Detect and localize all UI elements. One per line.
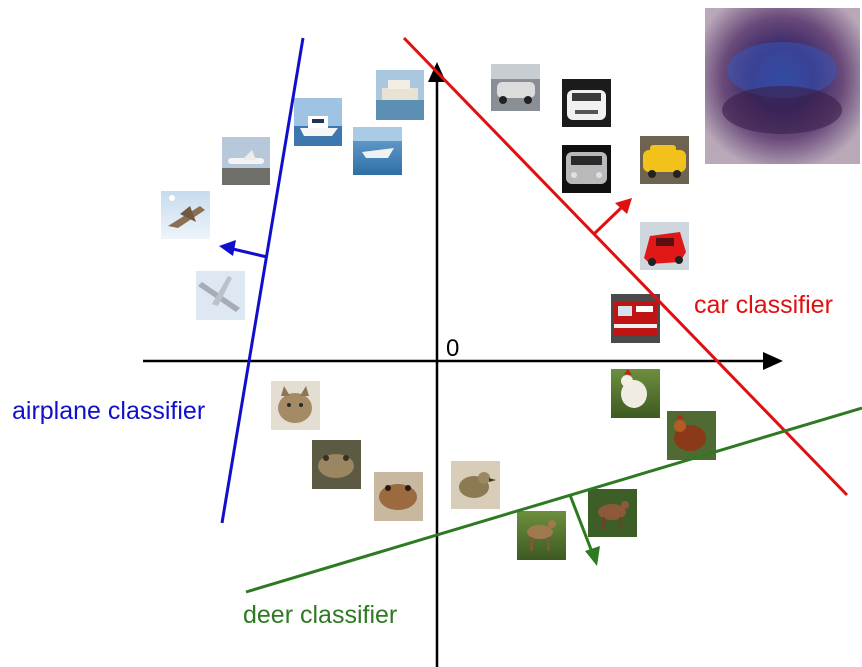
x-axis	[143, 352, 783, 370]
car-classifier-label: car classifier	[694, 291, 833, 319]
deer-normal-arrow	[568, 494, 594, 553]
ship-thumb-1	[376, 70, 424, 120]
ship-thumb-3	[353, 127, 402, 175]
airplane-classifier-line	[219, 37, 305, 524]
truck-thumb	[611, 294, 660, 343]
car-template-image	[705, 8, 860, 164]
cat-thumb	[271, 381, 320, 430]
car-thumb-3	[562, 145, 611, 193]
x-axis-arrowhead	[763, 352, 783, 370]
deer-classifier-label: deer classifier	[243, 601, 398, 629]
car-normal-arrow	[592, 206, 623, 236]
deer-arrowhead	[585, 546, 600, 566]
frog-thumb-1	[312, 440, 361, 489]
bird-thumb-1	[451, 461, 500, 509]
origin-label: 0	[446, 335, 460, 362]
airplane-arrowhead	[219, 240, 236, 256]
airplane-classifier-label: airplane classifier	[12, 397, 206, 425]
airplane-thumb-1	[222, 137, 270, 185]
car-arrowhead	[615, 198, 632, 214]
car-classifier-line	[402, 36, 849, 497]
deer-thumb-2	[588, 489, 637, 537]
bird-thumb-2	[611, 369, 660, 418]
ship-thumb-2	[294, 98, 342, 146]
car-thumb-1	[491, 64, 540, 111]
car-thumb-4	[640, 136, 689, 184]
y-axis	[428, 62, 446, 667]
airplane-thumb-2	[161, 191, 210, 239]
deer-classifier-line	[245, 406, 862, 594]
airplane-thumb-3	[196, 271, 245, 320]
car-thumb-2	[562, 79, 611, 127]
bird-thumb-3	[667, 411, 716, 460]
car-thumb-5	[640, 222, 689, 270]
deer-thumb-1	[517, 511, 566, 560]
frog-thumb-2	[374, 472, 423, 521]
airplane-normal-arrow	[232, 247, 268, 259]
